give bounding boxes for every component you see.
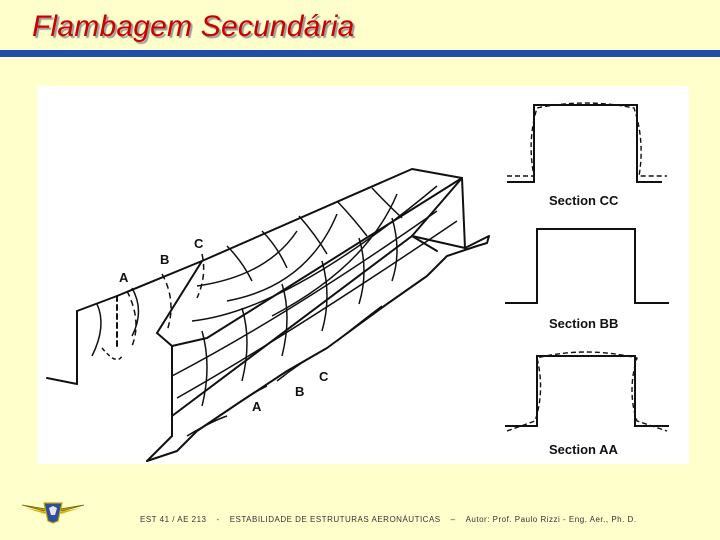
section-aa-sketch	[505, 351, 669, 432]
section-aa-label: Section AA	[549, 442, 618, 457]
label-c-bottom: C	[319, 369, 329, 384]
hat-section-drawing: A B C A B C Section CC Section BB Sectio…	[46, 102, 669, 462]
section-cc-label: Section CC	[549, 193, 619, 208]
footer-author: Autor: Prof. Paulo Rizzi - Eng. Aer., Ph…	[465, 515, 637, 524]
label-b-bottom: B	[295, 384, 304, 399]
ita-wings-logo-icon	[20, 493, 86, 525]
footer-course: EST 41 / AE 213	[140, 515, 207, 524]
footer-text: EST 41 / AE 213-ESTABILIDADE DE ESTRUTUR…	[140, 515, 647, 524]
title-divider	[0, 50, 720, 57]
footer-separator-2: –	[450, 515, 456, 524]
section-bb-sketch	[505, 228, 669, 304]
buckling-figure: A B C A B C Section CC Section BB Sectio…	[37, 86, 689, 464]
slide-title: Flambagem Secundária	[32, 10, 355, 43]
label-b-top: B	[160, 252, 169, 267]
section-cc-sketch	[507, 102, 667, 183]
label-c-top: C	[194, 236, 204, 251]
label-a-top: A	[119, 270, 129, 285]
section-bb-label: Section BB	[549, 316, 618, 331]
label-a-bottom: A	[252, 399, 262, 414]
footer-separator-1: -	[216, 515, 220, 524]
footer-subject: ESTABILIDADE DE ESTRUTURAS AERONÁUTICAS	[229, 515, 441, 524]
